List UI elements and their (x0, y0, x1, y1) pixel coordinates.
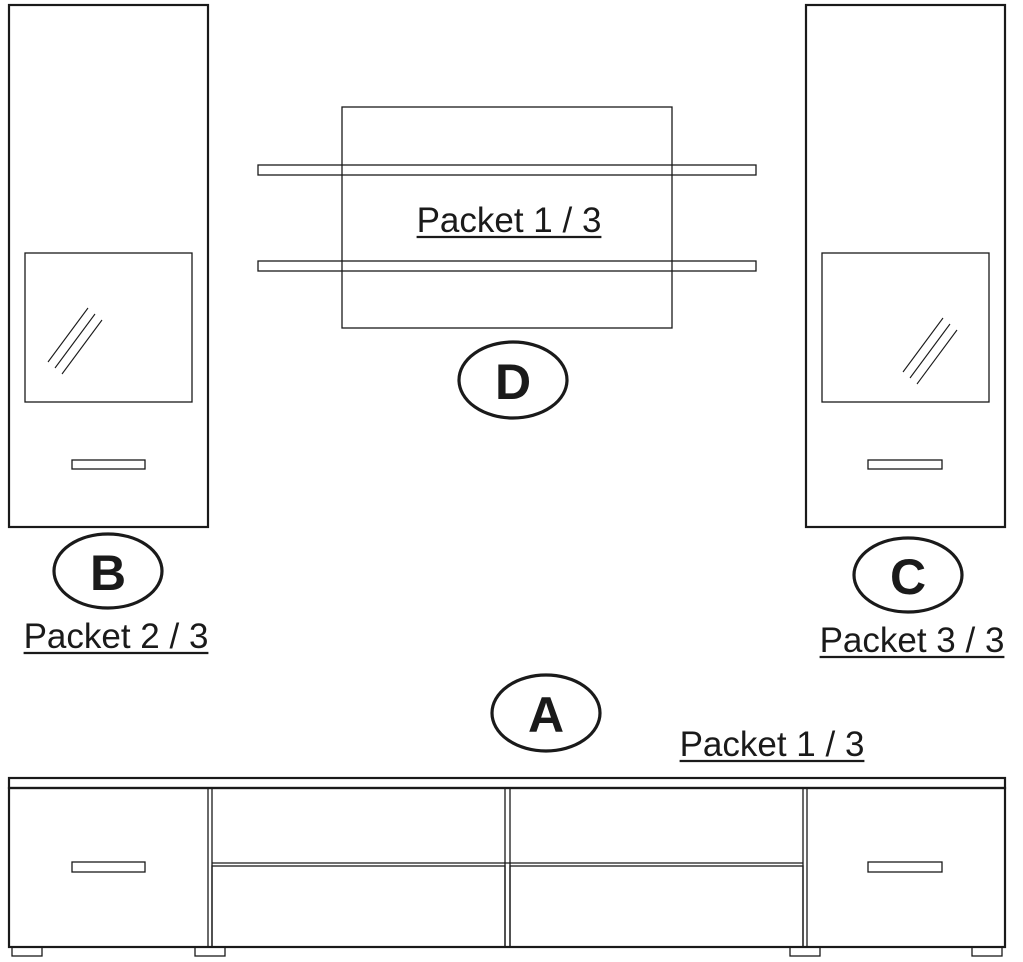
label-c-circle (852, 536, 964, 614)
label-a-circle (490, 673, 602, 753)
cabinet-b-glass-door (24, 252, 193, 403)
wall-panel-d (257, 106, 757, 329)
label-d-circle (457, 340, 569, 420)
tv-unit-a-top-board (7, 776, 1007, 790)
packet-label-a: Packet 1 / 3 (679, 725, 865, 764)
cabinet-c (804, 3, 1007, 529)
tv-unit-a-foot (971, 946, 1003, 957)
packet-label-b-text: Packet 2 / 3 (24, 617, 209, 656)
tv-unit-a (7, 776, 1007, 957)
label-d: D (457, 340, 569, 420)
label-a: A (490, 673, 602, 753)
tv-unit-a-drawer-right (509, 865, 804, 948)
label-a-letter: A (528, 687, 564, 743)
tv-unit-a-drawer-left (211, 865, 506, 948)
packet-label-c-text: Packet 3 / 3 (820, 621, 1005, 660)
tv-unit-a-handle-right (867, 861, 943, 873)
label-b-letter: B (90, 545, 126, 601)
cabinet-b-glass-reflection-icon (47, 307, 103, 375)
cabinet-c-body (804, 3, 1007, 529)
cabinet-b-body (7, 3, 210, 529)
packet-label-c: Packet 3 / 3 (819, 621, 1005, 660)
label-d-letter: D (495, 354, 531, 410)
tv-unit-a-handle-left (71, 861, 146, 873)
packet-label-a-text: Packet 1 / 3 (680, 725, 865, 764)
tv-unit-a-foot (789, 946, 821, 957)
wall-panel-d-shelf-top (257, 164, 757, 176)
packet-label-d-text: Packet 1 / 3 (417, 201, 602, 240)
label-c: C (852, 536, 964, 614)
cabinet-b-handle (71, 459, 146, 470)
wall-panel-d-shelf-bottom (257, 260, 757, 272)
packet-label-b: Packet 2 / 3 (23, 617, 209, 656)
cabinet-c-glass-reflection-icon (902, 317, 958, 385)
tv-unit-a-foot (11, 946, 43, 957)
label-b-circle (52, 532, 164, 610)
label-b: B (52, 532, 164, 610)
cabinet-b (7, 3, 210, 529)
tv-unit-a-foot (194, 946, 226, 957)
wall-panel-d-board (341, 106, 673, 329)
packet-label-d: Packet 1 / 3 (416, 201, 602, 240)
cabinet-c-handle (867, 459, 943, 470)
tv-unit-a-body (7, 786, 1007, 949)
label-c-letter: C (890, 549, 926, 605)
cabinet-c-glass-door (821, 252, 990, 403)
